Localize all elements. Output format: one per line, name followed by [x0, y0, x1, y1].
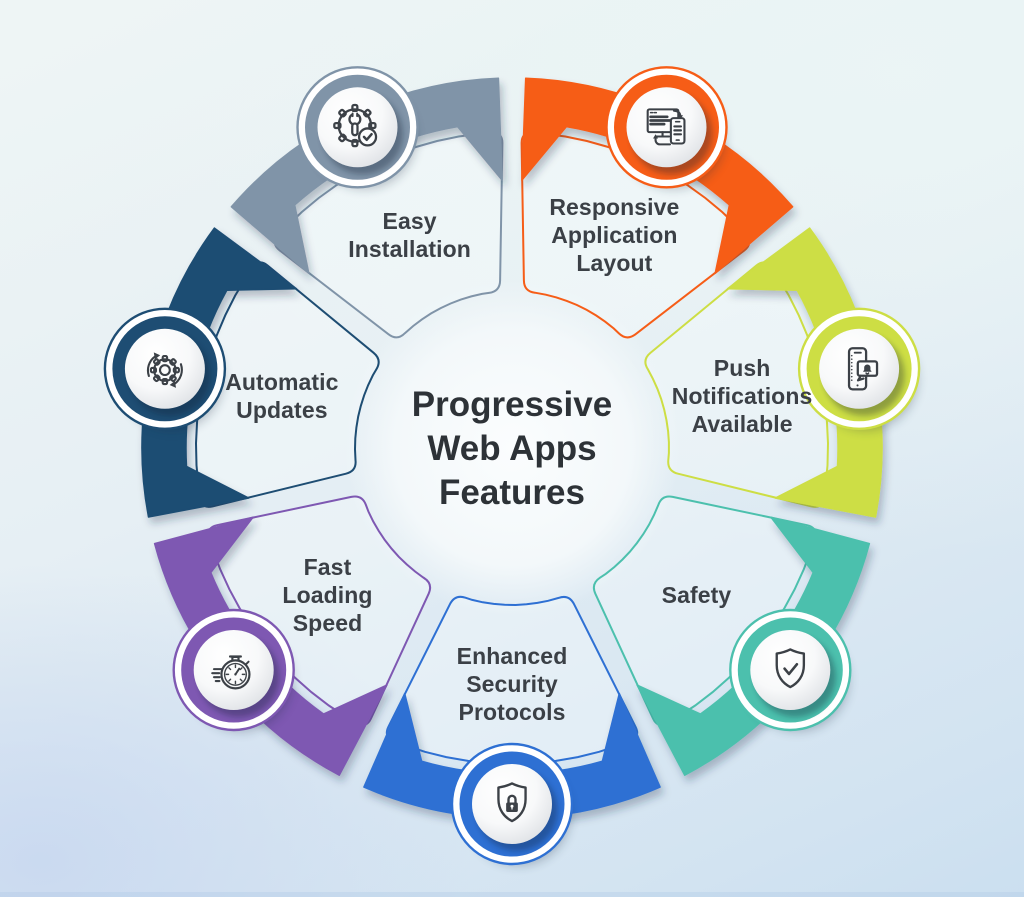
- node-responsive-application-layout: [605, 66, 728, 190]
- label-enhanced-security-protocols: Enhanced Security Protocols: [456, 643, 568, 725]
- node-enhanced-security-protocols: [450, 742, 574, 866]
- label-easy-installation: Easy Installation: [348, 208, 471, 263]
- label-responsive-application-layout: Responsive Application Layout: [549, 194, 680, 277]
- label-push-notifications-available: Push Notifications Available: [671, 354, 813, 437]
- node-fast-loading-speed: [172, 608, 295, 732]
- label-safety: Safety: [661, 582, 732, 609]
- node-automatic-updates: [103, 307, 227, 431]
- node-safety: [729, 608, 852, 732]
- node-push-notifications-available: [797, 307, 921, 431]
- label-automatic-updates: Automatic Updates: [225, 368, 339, 423]
- node-easy-installation: [296, 66, 419, 190]
- label-fast-loading-speed: Fast Loading Speed: [282, 554, 373, 637]
- center-circle: [344, 280, 680, 616]
- petals-layer: [194, 131, 830, 766]
- nodes-layer: [103, 66, 921, 866]
- bottom-strip: [0, 892, 1024, 897]
- diagram-title: Progressive Web Apps Features: [411, 385, 613, 512]
- gear-wrench-check-icon: [333, 103, 378, 148]
